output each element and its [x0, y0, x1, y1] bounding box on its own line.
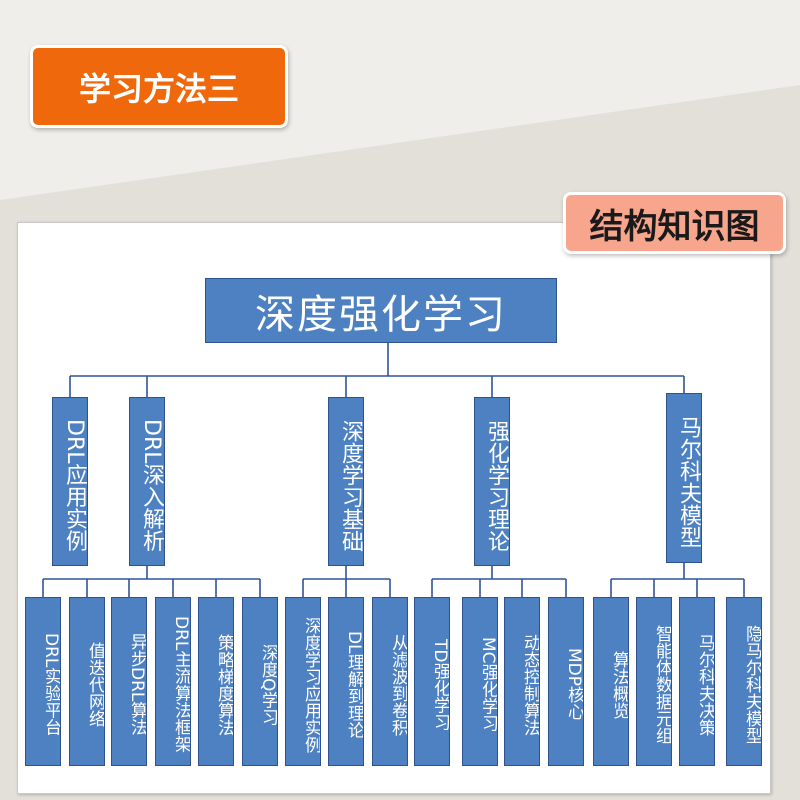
branch-drl-applications: DRL应用实例	[52, 397, 88, 566]
branch-drl-deep-dive: DRL深入解析	[129, 397, 165, 566]
leaf-markov-decision: 马尔科夫决策	[679, 597, 715, 766]
leaf-mdp-core: MDP核心	[548, 597, 584, 766]
method-title-badge: 学习方法三	[30, 45, 288, 128]
leaf-agent-data-tuple: 智能体数据元组	[636, 597, 672, 766]
leaf-value-iteration-network: 值迭代网络	[69, 597, 105, 766]
leaf-dl-examples: 深度学习应用实例	[285, 597, 321, 766]
leaf-dl-theory: DL理解到理论	[328, 597, 364, 766]
branch-deep-learning-basics: 深度学习基础	[328, 397, 364, 566]
leaf-hidden-markov-model: 隐马尔科夫模型	[726, 597, 762, 766]
leaf-mc-learning: MC强化学习	[462, 597, 498, 766]
leaf-algorithm-overview: 算法概览	[593, 597, 629, 766]
leaf-policy-gradient: 策略梯度算法	[198, 597, 234, 766]
leaf-filter-to-convolution: 从滤波到卷积	[372, 597, 408, 766]
leaf-dynamic-control: 动态控制算法	[504, 597, 540, 766]
leaf-deep-q-learning: 深度Q学习	[242, 597, 278, 766]
structure-map-badge: 结构知识图	[563, 192, 786, 254]
leaf-drl-platform: DRL实验平台	[25, 597, 61, 766]
branch-markov-model: 马尔科夫模型	[666, 393, 702, 563]
leaf-td-learning: TD强化学习	[414, 597, 450, 766]
root-node: 深度强化学习	[205, 278, 557, 343]
leaf-drl-frameworks: DRL主流算法框架	[155, 597, 191, 766]
branch-rl-theory: 强化学习理论	[474, 397, 510, 566]
leaf-async-drl: 异步DRL算法	[111, 597, 147, 766]
